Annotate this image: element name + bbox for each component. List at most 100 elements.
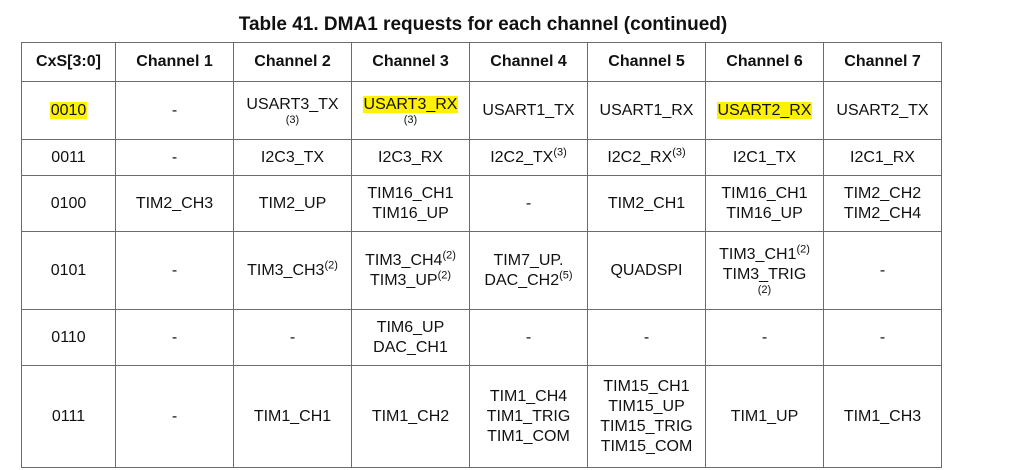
request-line: USART2_TX [826, 101, 939, 121]
request-line: USART1_TX [472, 101, 585, 121]
request-line: USART2_RX [708, 101, 821, 121]
cxs-code: 0111 [51, 407, 86, 425]
channel-7-cell: I2C1_RX [823, 139, 942, 176]
request-name: TIM2_CH4 [843, 204, 922, 222]
request-line: - [118, 148, 231, 168]
table-title: Table 41. DMA1 requests for each channel… [238, 14, 728, 35]
request-name: - [525, 194, 532, 212]
channel-1-cell: TIM2_CH3 [115, 175, 234, 232]
channel-3-cell: TIM6_UP DAC_CH1 [351, 309, 470, 366]
request-line: TIM16_UP [354, 204, 467, 224]
channel-7-cell: USART2_TX [823, 81, 942, 140]
header-channel-3: Channel 3 [351, 42, 470, 82]
request-line: I2C3_RX [354, 148, 467, 168]
request-line: TIM3_CH4(2) [354, 249, 467, 271]
request-line: - [826, 328, 939, 348]
request-name: TIM16_CH1 [721, 184, 808, 202]
request-name: TIM6_UP [376, 318, 445, 336]
request-name: USART3_TX [246, 96, 339, 113]
request-name: I2C1_RX [850, 148, 915, 166]
request-line: TIM2_UP [236, 194, 349, 214]
request-line: TIM1_UP [708, 407, 821, 427]
channel-1-cell: - [115, 309, 234, 366]
channel-5-cell: QUADSPI [587, 231, 706, 310]
request-name: TIM3_CH1 [719, 246, 797, 263]
request-name: USART1_RX [599, 101, 694, 119]
request-line: TIM2_CH3 [118, 194, 231, 214]
request-name: TIM2_CH3 [135, 194, 214, 212]
request-line: TIM1_CH4 [472, 387, 585, 407]
channel-2-cell: TIM1_CH1 [233, 365, 352, 468]
request-name: DAC_CH1 [373, 338, 448, 356]
request-line: TIM7_UP. [472, 251, 585, 271]
cxs-code-cell: 0110 [21, 309, 116, 366]
channel-4-cell: USART1_TX [469, 81, 588, 140]
request-name: - [289, 328, 296, 346]
cxs-code: 0110 [51, 328, 86, 346]
channel-3-cell: TIM1_CH2 [351, 365, 470, 468]
request-name: TIM16_UP [726, 204, 803, 222]
request-name: I2C2_TX [490, 148, 554, 166]
request-name: TIM15_COM [600, 437, 693, 455]
footnote-ref: (3) [672, 146, 686, 159]
channel-1-cell: - [115, 81, 234, 140]
request-name: TIM1_CH4 [489, 387, 568, 405]
request-line: TIM2_CH4 [826, 204, 939, 224]
footnote-ref: (5) [559, 269, 573, 282]
cxs-code-cell: 0011 [21, 139, 116, 176]
request-line: TIM16_UP [708, 204, 821, 224]
footnote-ref: (2) [442, 249, 456, 262]
request-line: - [590, 328, 703, 348]
request-name: TIM15_TRIG [600, 417, 693, 435]
header-channel-4: Channel 4 [469, 42, 588, 82]
request-line: TIM16_CH1 [354, 184, 467, 204]
request-name: - [525, 328, 532, 346]
channel-4-cell: TIM7_UP.DAC_CH2(5) [469, 231, 588, 310]
cxs-code: 0010 [49, 101, 88, 119]
request-line: TIM6_UP [354, 318, 467, 338]
request-name: TIM1_CH3 [843, 407, 922, 425]
channel-5-cell: - [587, 309, 706, 366]
request-name: TIM3_UP [369, 271, 438, 289]
request-line: TIM2_CH1 [590, 194, 703, 214]
channel-7-cell: - [823, 231, 942, 310]
request-name: I2C2_RX [607, 148, 673, 166]
footnote-ref: (3) [285, 114, 300, 126]
request-name: I2C3_TX [260, 148, 325, 166]
channel-4-cell: - [469, 309, 588, 366]
channel-6-cell: - [705, 309, 824, 366]
request-line: TIM1_COM [472, 427, 585, 447]
request-line: TIM3_CH3(2) [236, 260, 349, 281]
request-line: TIM15_TRIG [590, 417, 703, 437]
request-name: TIM2_CH1 [607, 194, 686, 212]
request-name: I2C1_TX [732, 148, 797, 166]
cxs-code-cell: 0010 [21, 81, 116, 140]
request-name: - [171, 101, 178, 119]
request-name: TIM15_CH1 [603, 377, 690, 395]
request-line: TIM15_COM [590, 437, 703, 457]
request-line: TIM16_CH1 [708, 184, 821, 204]
request-line: I2C1_TX [708, 148, 821, 168]
request-name: - [879, 328, 886, 346]
cxs-code: 0101 [50, 261, 87, 279]
request-line: - [118, 261, 231, 281]
footnote-ref: (2) [757, 284, 772, 296]
request-name: TIM3_CH3 [247, 261, 325, 279]
request-line: TIM3_CH1(2) [708, 244, 821, 265]
request-line: QUADSPI [590, 261, 703, 281]
request-line: I2C1_RX [826, 148, 939, 168]
request-line: TIM1_CH1 [236, 407, 349, 427]
request-line: - [118, 407, 231, 427]
channel-3-cell: USART3_RX(3) [351, 81, 470, 140]
footnote-ref: (3) [403, 114, 418, 126]
footnote-ref: (2) [437, 269, 452, 282]
header-channel-5: Channel 5 [587, 42, 706, 82]
header-channel-1: Channel 1 [115, 42, 234, 82]
